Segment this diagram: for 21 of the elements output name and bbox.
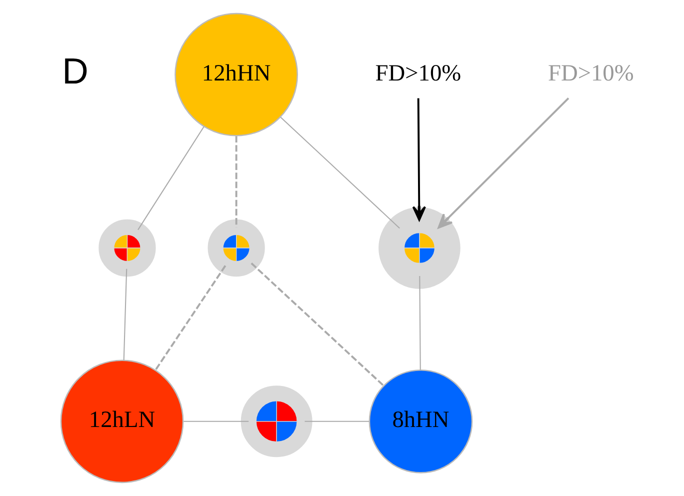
connector <box>304 420 369 422</box>
label: D <box>62 50 88 92</box>
connector <box>234 136 237 228</box>
node-circle <box>378 207 460 289</box>
node-circle <box>240 386 312 458</box>
connector <box>280 116 400 229</box>
node-circle: 12hLN <box>60 360 184 484</box>
node-circle <box>98 219 156 277</box>
connector <box>122 268 127 360</box>
node-circle: 12hHN <box>174 12 298 136</box>
arrow <box>437 98 569 228</box>
node-circle: 8hHN <box>368 369 472 474</box>
node-text: FD>10% <box>547 60 634 86</box>
connector <box>154 265 226 371</box>
arrow <box>412 98 426 221</box>
connector <box>418 276 420 370</box>
connector <box>183 420 248 422</box>
connector <box>250 262 384 386</box>
connector <box>137 126 204 230</box>
node-circle <box>207 219 264 277</box>
node-text: FD>10% <box>374 60 461 86</box>
